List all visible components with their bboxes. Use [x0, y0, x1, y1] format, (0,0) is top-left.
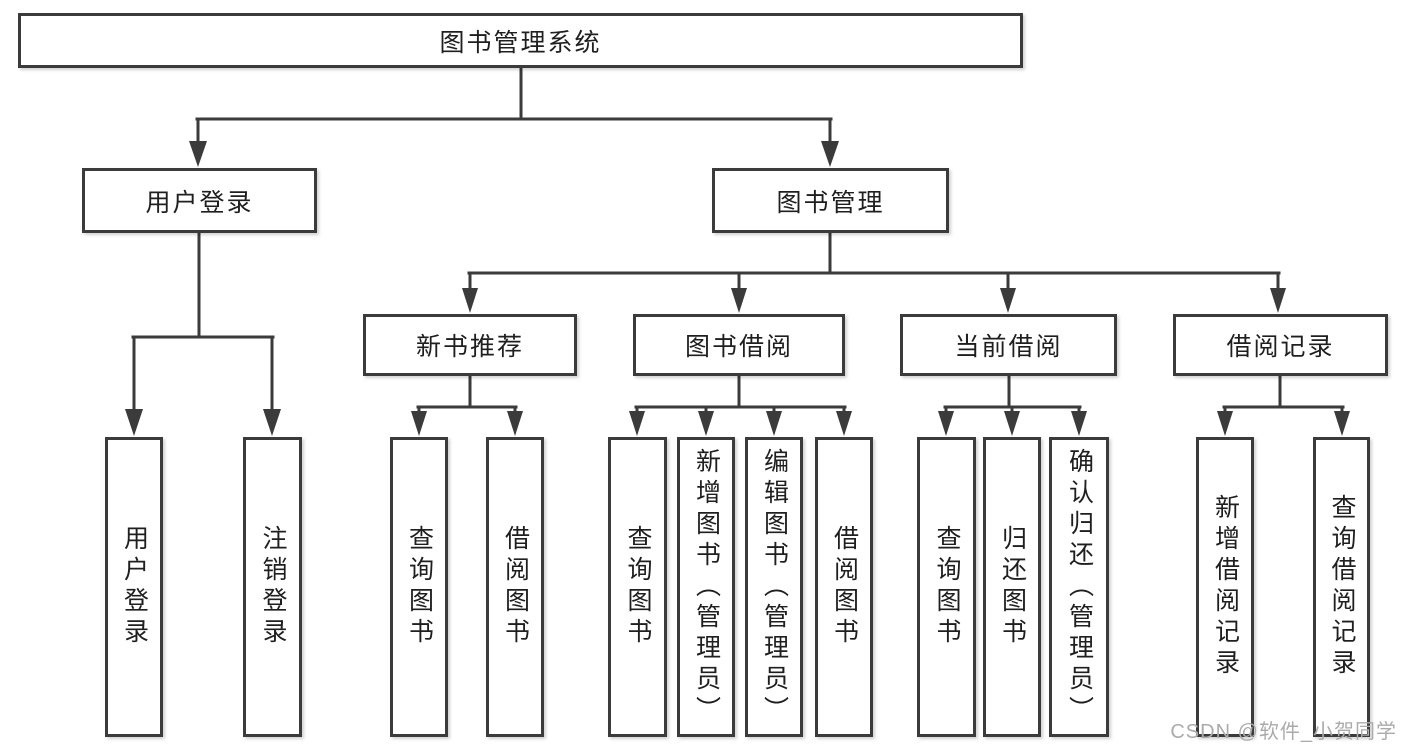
group-current-borrow: 当前借阅 — [900, 314, 1117, 376]
leaf-borrow-borrow-books: 借阅图书 — [815, 437, 873, 737]
leaf-logout: 注销登录 — [243, 437, 302, 737]
leaf-records-query-record: 查询借阅记录 — [1313, 437, 1370, 737]
branch-user-login: 用户登录 — [82, 168, 317, 233]
leaf-borrow-query-books: 查询图书 — [608, 437, 667, 737]
leaf-current-return-books: 归还图书 — [983, 437, 1041, 737]
leaf-records-add-record: 新增借阅记录 — [1196, 437, 1254, 737]
group-borrow-records: 借阅记录 — [1173, 314, 1388, 376]
csdn-watermark: CSDN @软件_小贺同学 — [1170, 721, 1397, 743]
group-book-borrow: 图书借阅 — [633, 314, 845, 376]
group-new-book-recommend: 新书推荐 — [363, 314, 577, 376]
branch-book-management: 图书管理 — [712, 168, 949, 233]
node-root: 图书管理系统 — [18, 13, 1023, 68]
leaf-current-confirm-return-admin: 确认归还（管理员） — [1049, 437, 1109, 737]
leaf-recommend-query-books: 查询图书 — [390, 437, 448, 737]
leaf-recommend-borrow-books: 借阅图书 — [486, 437, 544, 737]
leaf-user-login: 用户登录 — [105, 437, 163, 737]
leaf-borrow-add-books-admin: 新增图书（管理员） — [677, 437, 735, 737]
leaf-current-query-books: 查询图书 — [917, 437, 976, 737]
leaf-borrow-edit-books-admin: 编辑图书（管理员） — [745, 437, 803, 737]
